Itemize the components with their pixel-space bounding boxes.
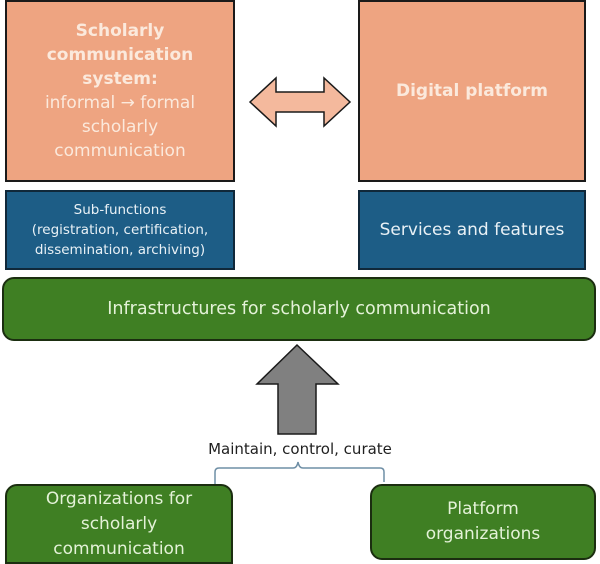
up-arrow-icon xyxy=(255,343,340,435)
scholarly-communication-system-box: Scholarly communication system: informal… xyxy=(5,0,235,182)
infrastructure-bar: Infrastructures for scholarly communicat… xyxy=(2,277,596,341)
platform-line-2: organizations xyxy=(425,524,541,544)
platform-line-1: Platform xyxy=(447,499,519,519)
scs-title-line-2: communication xyxy=(46,45,194,65)
orgs-line-1: Organizations for xyxy=(45,488,193,509)
scs-title-line-1: Scholarly xyxy=(75,21,165,41)
brace-connector xyxy=(214,461,385,486)
sub-functions-line-1: Sub-functions xyxy=(73,202,167,218)
digital-platform-label: Digital platform xyxy=(395,81,549,101)
orgs-line-3: communication xyxy=(53,538,185,559)
platform-organizations-box: Platform organizations xyxy=(370,484,596,560)
sub-functions-line-2: (registration, certification, xyxy=(31,222,209,238)
scs-title-line-3: system: xyxy=(82,69,158,89)
digital-platform-box: Digital platform xyxy=(358,0,586,182)
sub-functions-box: Sub-functions (registration, certificati… xyxy=(5,190,235,270)
orgs-line-2: scholarly xyxy=(80,513,158,534)
scs-body-line-3: communication xyxy=(54,141,186,161)
organizations-scholarly-communication-box: Organizations for scholarly communicatio… xyxy=(5,484,233,564)
sub-functions-line-3: dissemination, archiving) xyxy=(34,242,206,258)
scs-body-line-2: scholarly xyxy=(81,117,159,137)
maintain-control-curate-label: Maintain, control, curate xyxy=(208,440,392,458)
services-features-label: Services and features xyxy=(379,220,565,240)
infrastructure-label: Infrastructures for scholarly communicat… xyxy=(107,299,491,319)
services-features-box: Services and features xyxy=(358,190,586,270)
scs-body-line-1: informal → formal xyxy=(44,93,196,113)
double-arrow-icon xyxy=(248,76,352,128)
